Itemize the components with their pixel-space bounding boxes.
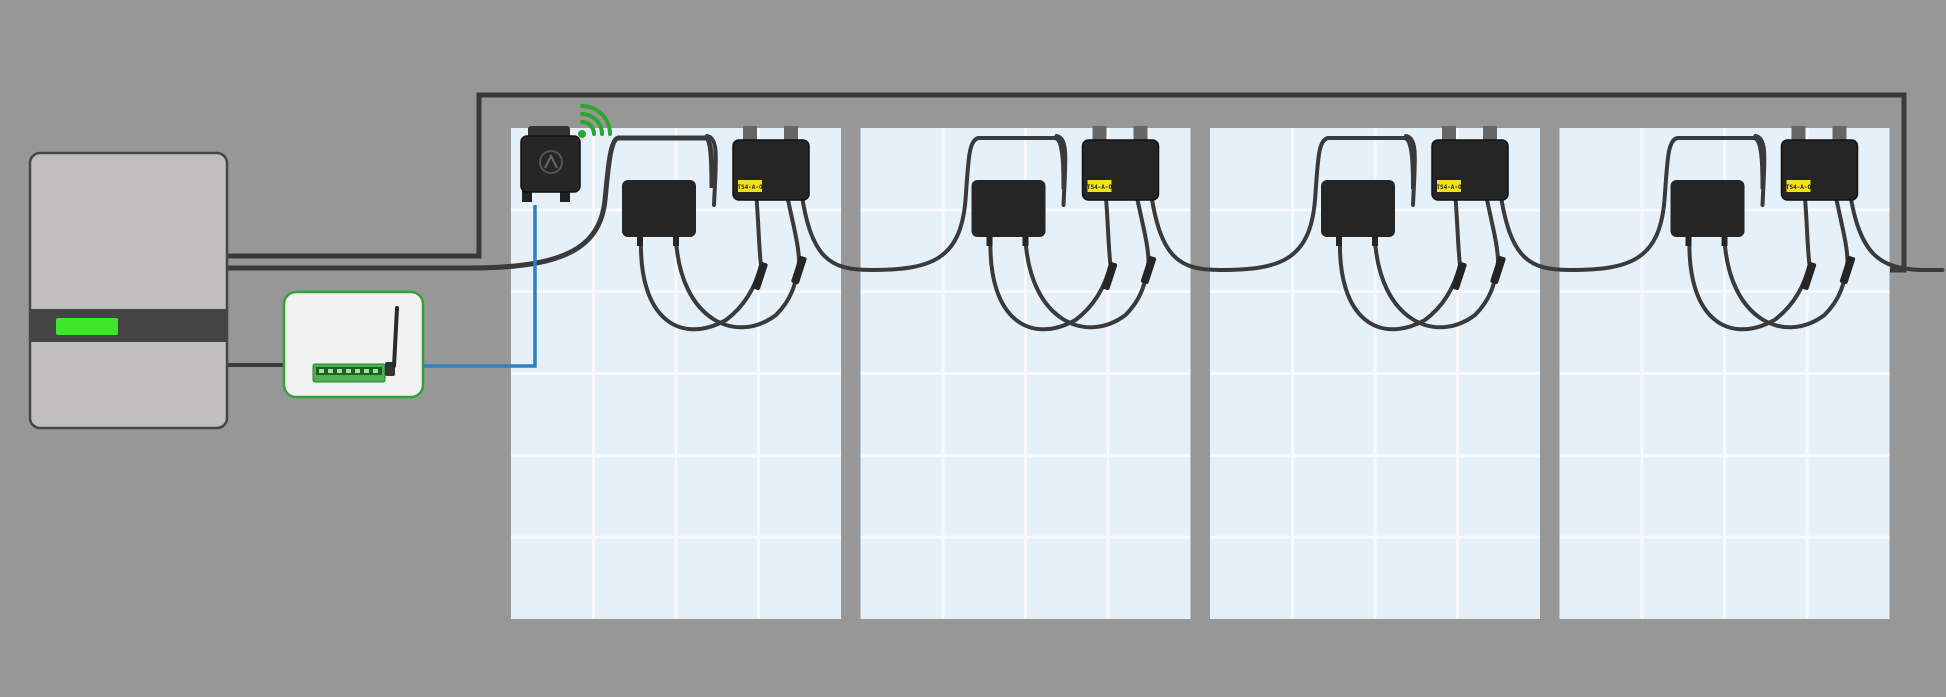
panel-wiring: TS4-A-O [622,126,1066,332]
optimizer-label [1087,180,1112,192]
junction-lead [638,238,763,332]
mc4-connector [752,261,768,291]
junction-box-gland [1685,234,1692,246]
tap-device[interactable] [520,126,581,202]
junction-top-lead [705,134,718,207]
junction-box-gland [986,234,993,246]
mc4-connector [791,255,807,285]
gateway[interactable] [282,290,425,399]
optimizer-label [738,180,762,192]
optimizer-label [1437,180,1461,192]
status-led [56,318,118,335]
junction-box [971,180,1046,237]
junction-lead [674,238,801,330]
junction-box-gland [673,234,679,246]
junction-box-gland [1372,234,1378,246]
gateway-terminals [319,369,378,373]
wifi-icon [578,104,612,138]
junction-lead [1023,238,1151,330]
data-cable [423,205,537,368]
junction-lead [988,238,1113,332]
optimizer-label-text: TS4-A-O [1786,184,1812,191]
junction-top-lead [1054,134,1068,207]
mc4-connector [1839,255,1856,285]
optimizer-label-text: TS4-A-O [1087,184,1113,191]
string-wire [1498,136,1765,273]
optimizer-label [1786,180,1811,192]
inverter[interactable] [28,151,229,430]
mc4-connector [1490,255,1506,285]
optimizer[interactable]: TS4-A-O [1431,126,1509,201]
mc4-connector [1800,261,1817,291]
optimizer[interactable]: TS4-A-O [1081,126,1160,201]
module-wiring: TS4-A-O TS4-A-O TS4-A-O TS4-A-O [622,126,1945,332]
junction-box-gland [1336,234,1342,246]
junction-box-gland [1721,234,1728,246]
optimizer-label-text: TS4-A-O [1436,184,1462,191]
string-wire [1148,136,1415,273]
string-wire [799,136,1066,273]
junction-lead [1687,238,1812,332]
mc4-connector [1451,261,1467,291]
panel-wiring: TS4-A-O [1321,126,1765,332]
mc4-connector [1140,255,1157,285]
optimizer[interactable]: TS4-A-O [1780,126,1859,201]
antenna-icon [385,306,399,376]
junction-box [622,180,696,237]
mc4-connector [1101,261,1118,291]
junction-top-lead [1753,134,1767,207]
panel-wiring: TS4-A-O [971,126,1415,332]
junction-box-gland [1022,234,1029,246]
junction-top-lead [1404,134,1417,207]
panel-wiring: TS4-A-O [1670,126,1945,332]
junction-box [1670,180,1745,237]
string-wire [1847,188,1945,272]
junction-lead [1373,238,1500,330]
home-run-wire-bottom [228,135,715,271]
junction-lead [1722,238,1850,330]
junction-lead [1337,238,1462,332]
optimizer-label-text: TS4-A-O [737,184,763,191]
junction-box-gland [637,234,643,246]
optimizer[interactable]: TS4-A-O [732,126,810,201]
junction-box [1321,180,1395,237]
